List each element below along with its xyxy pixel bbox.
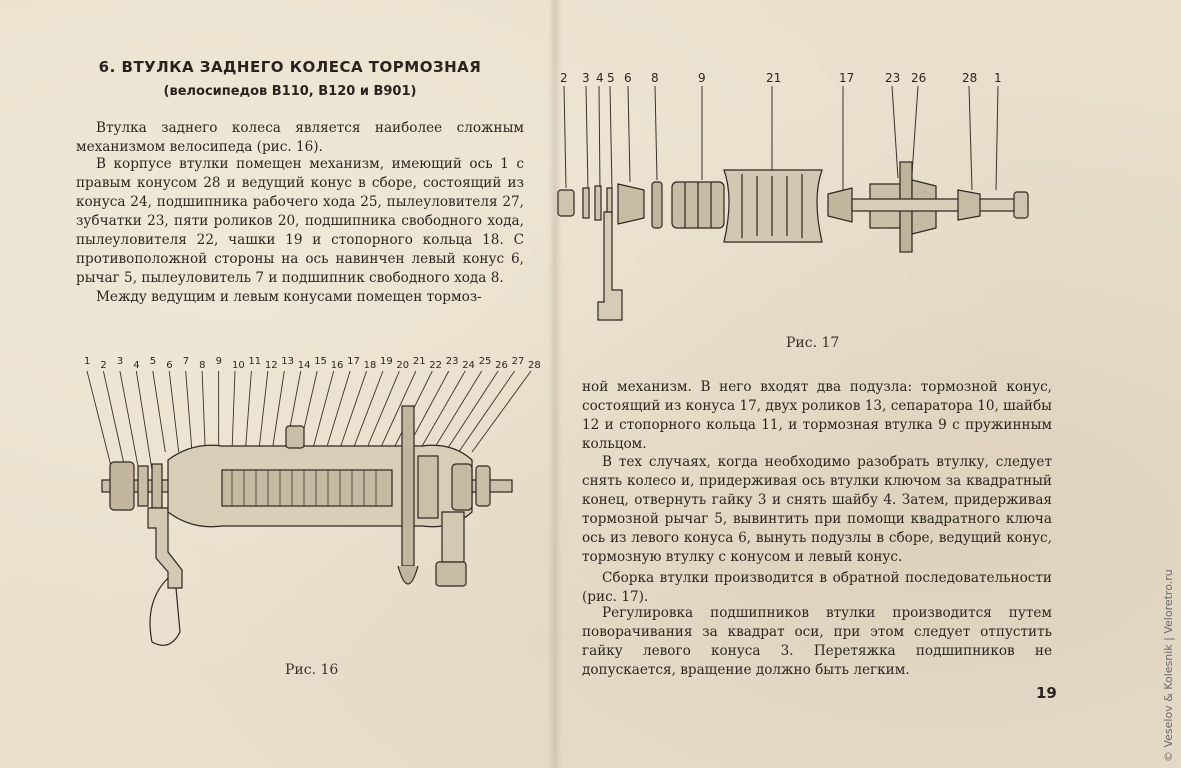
fig16-leader-16 — [311, 370, 335, 453]
fig16-label-21: 21 — [413, 356, 426, 367]
fig16-label-1: 1 — [84, 356, 90, 367]
fig16-leader-17 — [324, 370, 351, 453]
fig16-label-6: 6 — [166, 360, 172, 371]
figure-17-caption: Рис. 17 — [786, 335, 840, 351]
section-title: 6. ВТУЛКА ЗАДНЕГО КОЛЕСА ТОРМОЗНАЯ — [98, 58, 482, 76]
fig16-label-14: 14 — [298, 360, 311, 371]
fig16-label-7: 7 — [183, 356, 189, 367]
fig16-leader-26 — [444, 370, 499, 453]
fig16-leader-25 — [431, 370, 483, 453]
fig17-label-1: 1 — [994, 71, 1002, 85]
fig16-leader-5 — [152, 370, 166, 453]
fig16-leader-21 — [378, 370, 417, 453]
fig16-label-17: 17 — [347, 356, 360, 367]
fig16-leader-3 — [119, 370, 140, 471]
fig17-label-3: 3 — [582, 71, 590, 85]
right-paragraph-1: ной механизм. В него входят два подузла:… — [582, 379, 1052, 452]
fig17-label-17: 17 — [839, 71, 854, 85]
fig16-label-19: 19 — [380, 356, 393, 367]
fig16-leader-2 — [102, 370, 126, 471]
left-paragraph-2: В корпусе втулки помещен механизм, имеющ… — [76, 156, 524, 286]
fig17-label-5: 5 — [607, 71, 615, 85]
fig16-label-18: 18 — [364, 360, 377, 371]
right-paragraph-2: В тех случаях, когда необходимо разобрат… — [582, 454, 1052, 565]
fig17-label-21: 21 — [766, 71, 781, 85]
fig16-label-12: 12 — [265, 360, 278, 371]
fig17-label-6: 6 — [624, 71, 632, 85]
fig16-leader-28 — [471, 370, 532, 453]
fig16-label-24: 24 — [462, 360, 475, 371]
fig16-leader-27 — [458, 370, 515, 453]
fig17-label-28: 28 — [962, 71, 977, 85]
fig16-label-20: 20 — [396, 360, 409, 371]
fig16-label-22: 22 — [429, 360, 442, 371]
fig17-leader-lines — [563, 85, 999, 191]
fig16-leader-24 — [418, 370, 466, 453]
fig16-leader-11 — [244, 370, 252, 453]
left-paragraph-1: Втулка заднего колеса является наиболее … — [76, 120, 524, 155]
fig16-label-15: 15 — [314, 356, 327, 367]
fig16-leader-12 — [258, 370, 269, 453]
page-number: 19 — [1036, 684, 1057, 702]
watermark: © Veselov & Kolesnik | Veloretro.ru — [1162, 569, 1175, 762]
fig16-label-23: 23 — [446, 356, 459, 367]
fig16-leader-6 — [168, 370, 180, 453]
fig16-label-8: 8 — [199, 360, 205, 371]
fig17-label-9: 9 — [698, 71, 706, 85]
fig16-leader-20 — [364, 370, 400, 453]
fig17-label-23: 23 — [885, 71, 900, 85]
fig16-label-4: 4 — [133, 360, 139, 371]
fig16-label-25: 25 — [479, 356, 492, 367]
fig16-label-3: 3 — [117, 356, 123, 367]
left-paragraph-3: Между ведущим и левым конусами помещен т… — [96, 289, 482, 305]
fig16-sleeve-ribs — [231, 470, 377, 506]
fig16-label-27: 27 — [512, 356, 525, 367]
fig16-leader-1 — [86, 370, 113, 471]
fig17-parts — [557, 161, 1029, 321]
fig16-parts — [101, 405, 513, 646]
fig17-labels: 2 3 4 5 6 8 9 21 17 23 26 28 1 — [560, 71, 1002, 85]
right-paragraph-4: Регулировка подшипников втулки производи… — [582, 605, 1052, 678]
right-paragraph-3: Сборка втулки производится в обратной по… — [582, 570, 1052, 605]
fig16-leader-10 — [231, 370, 236, 453]
fig16-label-28: 28 — [528, 360, 541, 371]
fig16-leader-18 — [338, 370, 368, 453]
fig17-label-26: 26 — [911, 71, 926, 85]
fig16-label-5: 5 — [150, 356, 156, 367]
fig16-leader-8 — [201, 370, 206, 453]
figure-17-exploded-hub: 2 3 4 5 6 8 9 21 17 23 26 28 1 — [557, 71, 1029, 321]
fig16-leader-13 — [271, 370, 285, 453]
fig16-label-13: 13 — [281, 356, 294, 367]
fig16-leader-4 — [135, 370, 153, 471]
fig16-label-10: 10 — [232, 360, 245, 371]
fig16-label-26: 26 — [495, 360, 508, 371]
figure-16-caption: Рис. 16 — [285, 662, 339, 678]
fig16-leader-7 — [185, 370, 193, 453]
fig17-label-2: 2 — [560, 71, 568, 85]
fig17-label-8: 8 — [651, 71, 659, 85]
fig16-label-9: 9 — [216, 356, 222, 367]
section-subtitle: (велосипедов В110, В120 и В901) — [163, 84, 417, 99]
fig17-label-4: 4 — [596, 71, 604, 85]
fig16-label-11: 11 — [248, 356, 261, 367]
fig16-label-16: 16 — [331, 360, 344, 371]
fig16-label-2: 2 — [100, 360, 106, 371]
fig16-leader-19 — [351, 370, 384, 453]
